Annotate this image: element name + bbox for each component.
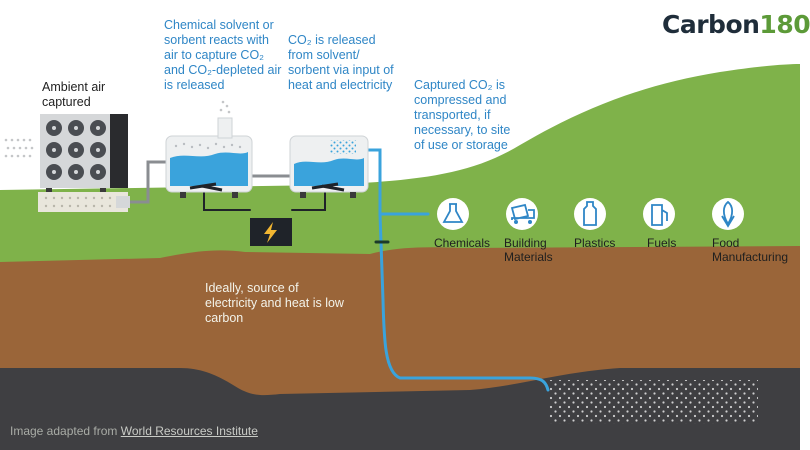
caption-source-link[interactable]: World Resources Institute: [120, 424, 258, 438]
lightning-icon: [264, 222, 277, 243]
caption-prefix: Image adapted from: [10, 424, 118, 438]
logo-number: 180: [759, 10, 810, 39]
storage-pipe: [378, 212, 550, 392]
co2-pipe: [366, 148, 430, 216]
use-label-building-materials: Building Materials: [504, 236, 553, 264]
power-line-right: [291, 189, 326, 211]
use-label-chemicals: Chemicals: [434, 236, 491, 250]
use-label-plastics: Plastics: [574, 236, 616, 250]
co2-released-label: CO₂ is released from solvent/ sorbent vi…: [288, 33, 394, 92]
air-pipe: [126, 160, 168, 204]
power-line-left: [203, 189, 251, 211]
pipes: [126, 148, 550, 392]
regeneration-tank: [289, 135, 369, 198]
captured-co2-label: Captured CO₂ is compressed and transport…: [414, 78, 511, 152]
image-caption: Image adapted from World Resources Insti…: [10, 424, 258, 438]
corn-icon: [712, 198, 744, 230]
soil-layer: [0, 246, 800, 400]
flask-icon: [437, 198, 469, 230]
grass-layer: [0, 64, 800, 300]
air-contactor-fans: [4, 114, 130, 212]
power-source: [250, 218, 292, 246]
absorption-tank: [165, 100, 253, 198]
carbon180-logo: Carbon180: [662, 10, 810, 39]
use-label-fuels: Fuels: [647, 236, 677, 250]
co2-storage-reservoir: [548, 380, 758, 424]
logo-text: Carbon: [662, 10, 760, 39]
fuel-pump-icon: [643, 198, 675, 230]
co2-uses-icons: [437, 198, 744, 230]
ambient-air-label: Ambient air captured: [42, 80, 106, 109]
use-label-food-manufacturing: Food Manufacturing: [712, 236, 789, 264]
solvent-reacts-label: Chemical solvent or sorbent reacts with …: [164, 18, 282, 92]
bottle-icon: [574, 198, 606, 230]
electricity-source-label: Ideally, source of electricity and heat …: [205, 281, 344, 325]
